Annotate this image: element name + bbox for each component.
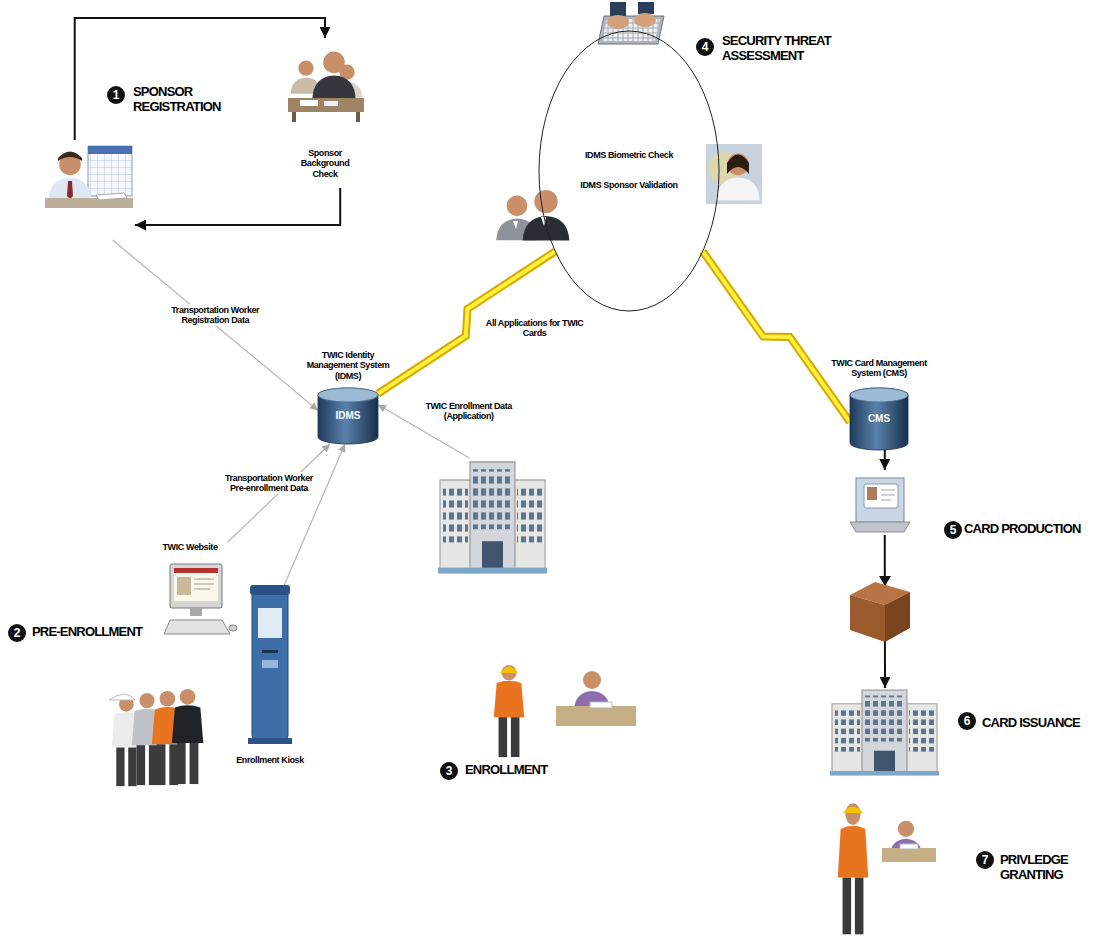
callout-number: 3 — [440, 762, 458, 780]
background-check-figure: Sponsor Background Check — [285, 38, 365, 188]
lightning-outline — [703, 251, 850, 422]
connector-line — [135, 188, 340, 225]
data-flow-line — [113, 240, 319, 410]
workers-picture — [109, 689, 203, 786]
edge-label: Transportation Worker Pre-enrollment Dat… — [217, 472, 321, 495]
kiosk-picture — [248, 585, 292, 744]
edge-label: TWIC Enrollment Data (Application) — [419, 400, 519, 423]
cylinder-top — [850, 388, 908, 402]
computer-picture — [164, 564, 237, 634]
callout-number: 5 — [944, 521, 962, 539]
system-name: TWIC Card Management System (CMS) — [825, 358, 933, 379]
system-name: TWIC Identity Management System (IDMS) — [296, 350, 400, 381]
step-heading: PRIVLEDGE GRANTING — [1000, 853, 1100, 883]
card-production-figure: CARD PRODUCTION — [850, 470, 912, 535]
parcel-picture — [850, 576, 910, 642]
lightning-core — [703, 251, 850, 422]
sponsor-figure: SPONSOR REGISTRATION — [45, 140, 135, 240]
callout-number: 1 — [107, 86, 125, 104]
lightning-link — [703, 251, 850, 422]
check-name: IDMS Biometric Check — [559, 150, 699, 160]
callout-number: 6 — [958, 712, 976, 730]
two-men-picture — [496, 190, 569, 241]
step-heading: SPONSOR REGISTRATION — [133, 85, 258, 115]
check-name: IDMS Sponsor Validation — [559, 180, 699, 190]
edge-label: Transportation Worker Registration Data — [163, 304, 267, 327]
figure-caption: TWIC Website — [148, 542, 232, 552]
ellipse-outline — [539, 31, 719, 311]
enrollment-center-picture — [438, 462, 547, 574]
enrollment-figure: ENROLLMENT — [435, 458, 650, 788]
kiosk-figure: Enrollment Kiosk — [228, 585, 312, 770]
background-check-picture — [288, 52, 364, 122]
cylinder-body — [318, 388, 378, 444]
figure-caption: Enrollment Kiosk — [228, 755, 312, 765]
keyboard-picture — [598, 2, 664, 44]
privilege-figure: PRIVLEDGE GRANTING — [832, 798, 937, 940]
callout-number: 2 — [8, 624, 26, 642]
privilege-people-picture — [838, 803, 936, 934]
ellipse-outline — [538, 30, 720, 312]
flow-arrow — [135, 188, 340, 225]
step-heading: CARD PRODUCTION — [964, 522, 1102, 537]
database-cylinder: TWIC Card Management System (CMS)CMS — [850, 388, 908, 450]
card-issuance-figure: CARD ISSUANCE — [832, 688, 937, 778]
card-issuance-picture — [830, 690, 939, 776]
sponsor-picture — [45, 146, 133, 208]
edge-label: All Applications for TWIC Cards — [483, 317, 587, 340]
enrollment-people-picture — [494, 665, 636, 757]
step-heading: CARD ISSUANCE — [982, 716, 1102, 731]
connector-line — [884, 450, 886, 470]
assessment-ellipse: SECURITY THREAT ASSESSMENTIDMS Biometric… — [538, 30, 720, 312]
flow-arrow — [884, 450, 885, 470]
cylinder-body — [850, 388, 908, 450]
connector-line — [284, 444, 345, 585]
connector-line — [75, 18, 325, 140]
step-heading: ENROLLMENT — [465, 763, 615, 778]
step-heading: SECURITY THREAT ASSESSMENT — [722, 34, 862, 64]
connector-line — [113, 240, 319, 410]
flow-arrow — [75, 18, 325, 140]
cylinder-top — [318, 388, 378, 402]
database-cylinder: TWIC Identity Management System (IDMS)ID… — [318, 388, 378, 444]
callout-number: 4 — [696, 38, 714, 56]
figure-caption: Sponsor Background Check — [295, 148, 355, 179]
callout-number: 7 — [976, 851, 994, 869]
card-production-picture — [850, 478, 910, 532]
data-flow-line — [284, 444, 345, 585]
store-name: CMS — [850, 413, 908, 425]
agent-picture — [706, 144, 762, 204]
step-heading: PRE-ENROLLMENT — [32, 625, 142, 640]
website-figure: TWIC Website — [148, 542, 232, 648]
store-name: IDMS — [318, 410, 378, 422]
